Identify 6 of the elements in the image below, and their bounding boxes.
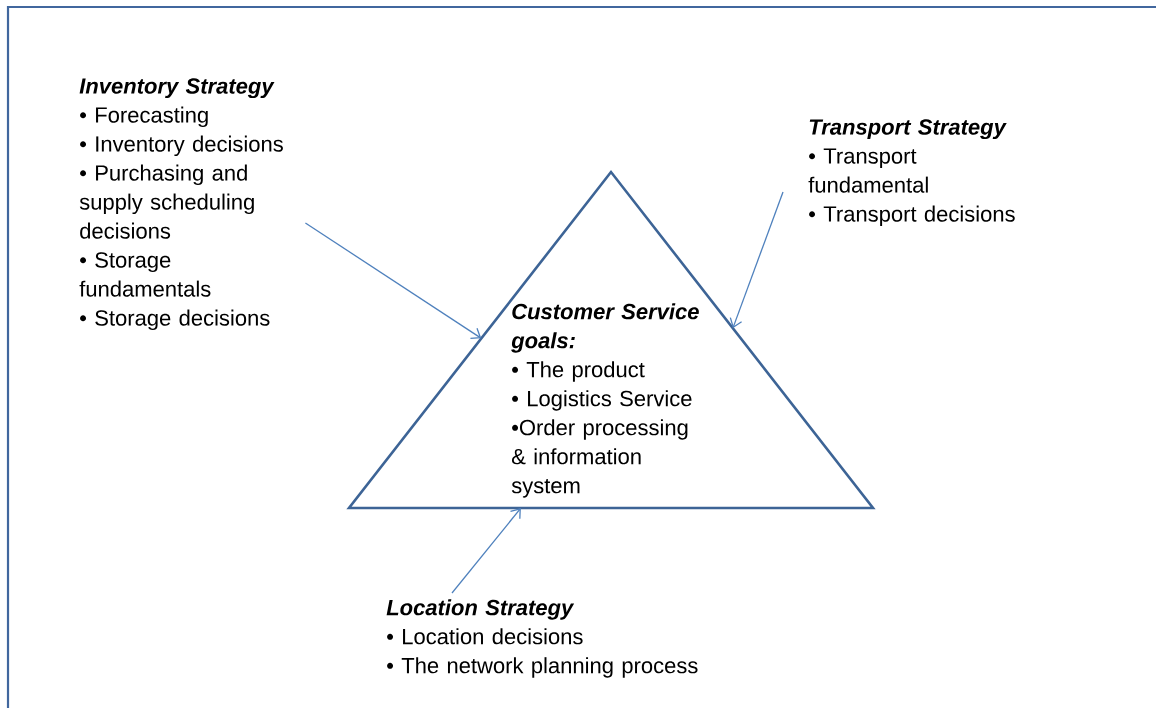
strategy-text: Inventory Strategy • Forecasting • Inventory decisions • Purchasing and supply scheduling decisions • Storage fundamentals • Storage decisions xyxy=(79,78,283,331)
arrow xyxy=(451,508,521,594)
strategy-text: Transport Strategy • Transport fundamental • Transport decisions xyxy=(808,119,1015,227)
arrow xyxy=(304,222,482,339)
strategy-text: Location Strategy • Location decisions • The network planning process xyxy=(386,599,698,678)
arrow xyxy=(729,191,784,329)
